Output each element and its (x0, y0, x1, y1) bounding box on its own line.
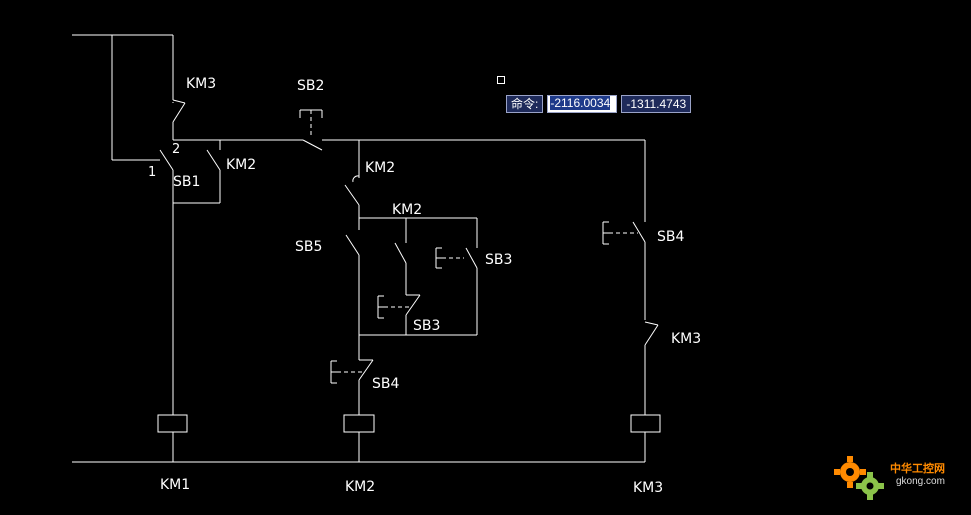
dynamic-input[interactable]: 命令: -2116.0034 -1311.4743 (506, 95, 692, 113)
label-sb2: SB2 (297, 78, 324, 94)
label-sb4-mid: SB4 (372, 376, 399, 392)
x-coordinate-value: -2116.0034 (550, 96, 611, 110)
label-km2-branch: KM2 (392, 202, 422, 218)
label-coil-km1: KM1 (160, 477, 190, 493)
label-km2-nc: KM2 (365, 160, 395, 176)
command-label: 命令: (506, 95, 544, 113)
label-km3-top: KM3 (186, 76, 216, 92)
grip-point[interactable] (497, 76, 505, 84)
coil-km3 (630, 414, 661, 433)
label-km2-latch: KM2 (226, 157, 256, 173)
label-sb4-right: SB4 (657, 229, 684, 245)
watermark-logo: 中华工控网 gkong.com (830, 448, 965, 508)
label-coil-km2: KM2 (345, 479, 375, 495)
label-coil-km3: KM3 (633, 480, 663, 496)
x-coordinate-input[interactable]: -2116.0034 (547, 95, 618, 113)
label-pin-2: 2 (172, 142, 180, 157)
coil-km1 (157, 414, 188, 433)
label-pin-1: 1 (148, 165, 156, 180)
wires (72, 34, 659, 463)
label-sb3-lower: SB3 (413, 318, 440, 334)
label-sb5: SB5 (295, 239, 322, 255)
label-sb3-right: SB3 (485, 252, 512, 268)
y-coordinate-input[interactable]: -1311.4743 (621, 95, 692, 113)
watermark-en: gkong.com (896, 476, 945, 487)
watermark-cn: 中华工控网 (890, 462, 945, 475)
label-km3-right: KM3 (671, 331, 701, 347)
gear-icon (834, 456, 884, 500)
coil-km2 (343, 414, 375, 433)
label-sb1: SB1 (173, 174, 200, 190)
